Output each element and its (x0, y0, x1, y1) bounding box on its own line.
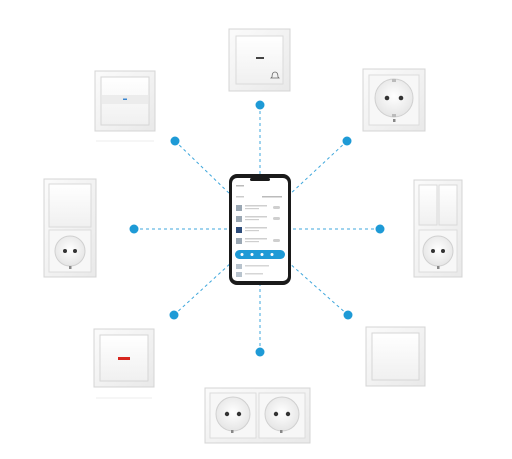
rocker-with-socket-icon (43, 178, 97, 278)
dot-bottom (255, 347, 265, 357)
switch-with-bell-symbol-icon (228, 28, 291, 92)
dot-bottom-left (169, 310, 179, 320)
dot-top-left (170, 136, 180, 146)
dot-top-right (342, 136, 352, 146)
double-socket-outlet-icon (204, 387, 311, 444)
dot-left (129, 224, 139, 234)
switch-with-red-indicator-icon (93, 328, 155, 399)
socket-outlet-icon (362, 68, 426, 132)
connector-top-right (287, 140, 348, 197)
dot-bottom-right (343, 310, 353, 320)
blank-rocker-switch-icon (365, 326, 426, 387)
connector-bottom-left (173, 261, 233, 316)
connector-bottom-right (287, 261, 349, 316)
double-rocker-with-socket-icon (413, 179, 463, 278)
switch-with-blue-led-icon (94, 70, 156, 142)
connector-dots (129, 100, 385, 357)
dot-right (375, 224, 385, 234)
connector-top-left (174, 140, 233, 197)
dot-top (255, 100, 265, 110)
connector-lines (134, 105, 380, 352)
smartphone-icon (229, 174, 291, 285)
